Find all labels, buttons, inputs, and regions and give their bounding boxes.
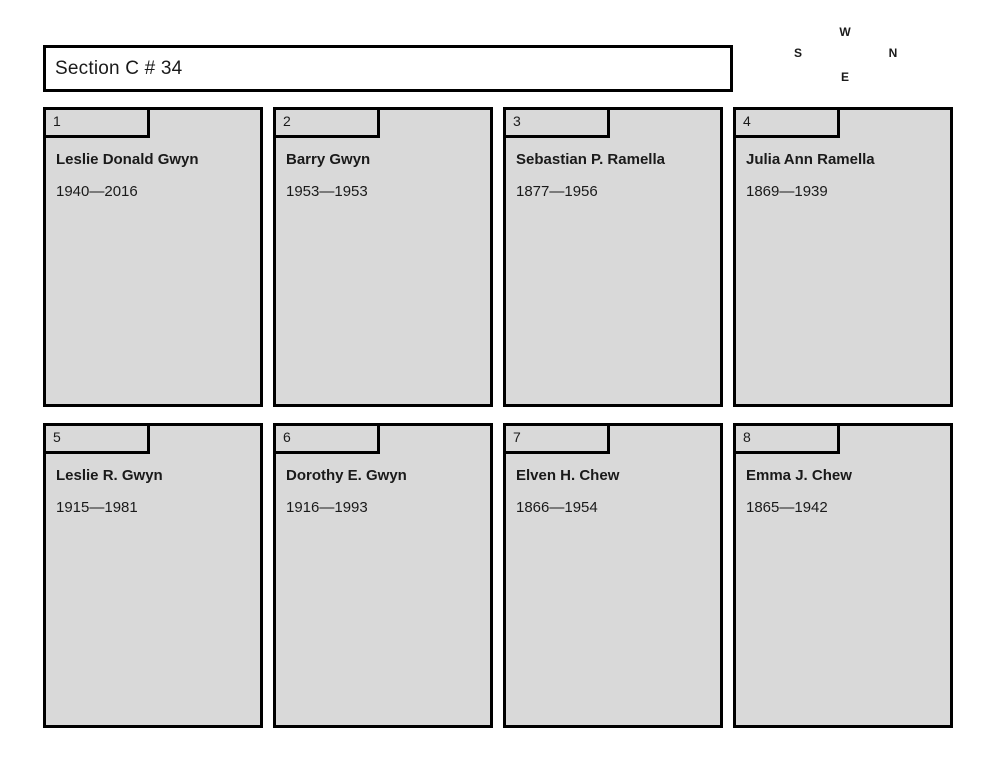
plot-name: Elven H. Chew: [516, 467, 620, 484]
plot-dates: 1865—1942: [746, 499, 828, 516]
plot-name: Emma J. Chew: [746, 467, 852, 484]
plot-card-4[interactable]: 4 Julia Ann Ramella 1869—1939: [733, 107, 953, 407]
plot-number-tab: 3: [503, 107, 610, 138]
plot-number: 3: [513, 113, 521, 129]
plot-dates: 1953—1953: [286, 183, 368, 200]
plot-name: Leslie R. Gwyn: [56, 467, 163, 484]
plot-dates: 1916—1993: [286, 499, 368, 516]
compass-west-label: W: [839, 25, 851, 39]
compass-north-label: N: [888, 46, 898, 60]
plot-number-tab: 6: [273, 423, 380, 454]
plot-number: 6: [283, 429, 291, 445]
plot-number: 2: [283, 113, 291, 129]
compass-east-label: E: [840, 70, 850, 84]
plot-number-tab: 8: [733, 423, 840, 454]
plot-dates: 1940—2016: [56, 183, 138, 200]
plot-name: Barry Gwyn: [286, 151, 371, 168]
plot-number-tab: 2: [273, 107, 380, 138]
compass-rose: W S N E: [775, 10, 915, 95]
plot-dates: 1866—1954: [516, 499, 598, 516]
plot-dates: 1877—1956: [516, 183, 598, 200]
section-title-box: Section C # 34: [43, 45, 733, 92]
plot-card-8[interactable]: 8 Emma J. Chew 1865—1942: [733, 423, 953, 728]
plot-card-7[interactable]: 7 Elven H. Chew 1866—1954: [503, 423, 723, 728]
plot-number: 1: [53, 113, 61, 129]
plot-card-3[interactable]: 3 Sebastian P. Ramella 1877—1956: [503, 107, 723, 407]
plot-number: 5: [53, 429, 61, 445]
plot-name: Sebastian P. Ramella: [516, 151, 665, 168]
plot-number-tab: 4: [733, 107, 840, 138]
plot-card-2[interactable]: 2 Barry Gwyn 1953—1953: [273, 107, 493, 407]
plot-name: Dorothy E. Gwyn: [286, 467, 407, 484]
compass-south-label: S: [793, 46, 803, 60]
plot-number: 8: [743, 429, 751, 445]
plot-name: Leslie Donald Gwyn: [56, 151, 199, 168]
plot-name: Julia Ann Ramella: [746, 151, 875, 168]
plot-number-tab: 1: [43, 107, 150, 138]
plot-grid: 1 Leslie Donald Gwyn 1940—2016 2 Barry G…: [43, 107, 953, 728]
plot-card-6[interactable]: 6 Dorothy E. Gwyn 1916—1993: [273, 423, 493, 728]
section-title: Section C # 34: [55, 57, 183, 79]
plot-dates: 1869—1939: [746, 183, 828, 200]
plot-number: 7: [513, 429, 521, 445]
plot-card-5[interactable]: 5 Leslie R. Gwyn 1915—1981: [43, 423, 263, 728]
plot-card-1[interactable]: 1 Leslie Donald Gwyn 1940—2016: [43, 107, 263, 407]
plot-number-tab: 7: [503, 423, 610, 454]
plot-dates: 1915—1981: [56, 499, 138, 516]
plot-number: 4: [743, 113, 751, 129]
plot-number-tab: 5: [43, 423, 150, 454]
